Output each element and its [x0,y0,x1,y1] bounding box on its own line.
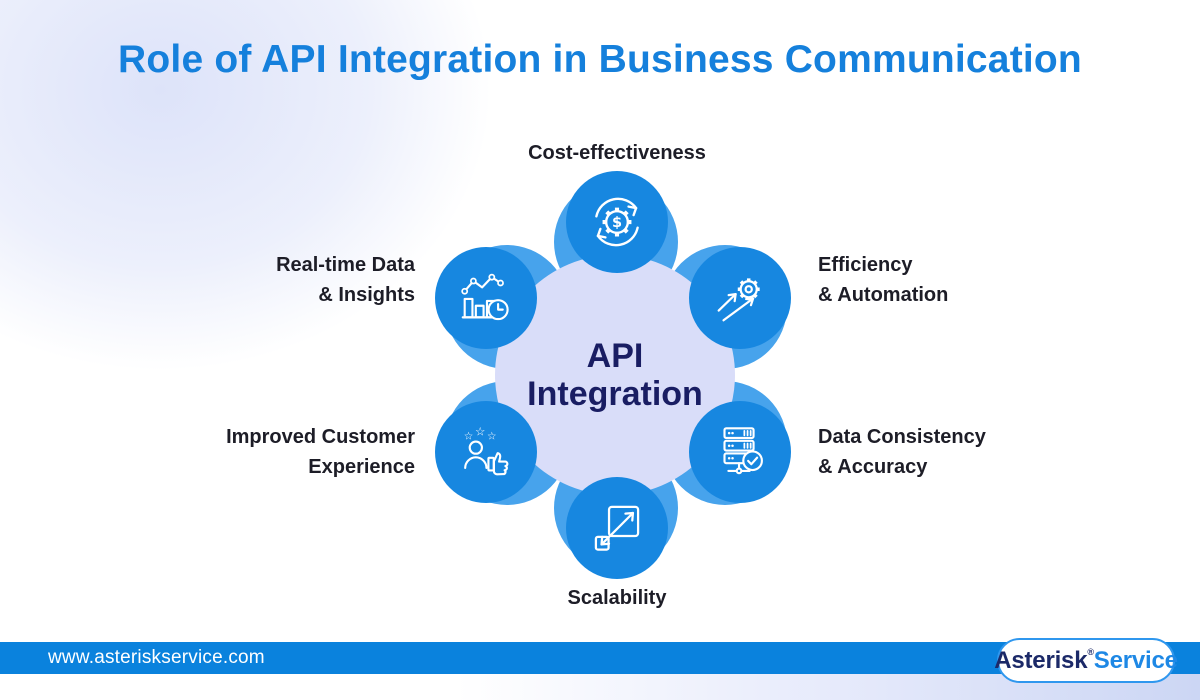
gear-arrows-icon [717,278,760,322]
dollar-gear-cycle-icon: $ [595,197,639,247]
svg-text:☆: ☆ [475,425,485,439]
footer-website-link[interactable]: www.asteriskservice.com [48,647,265,668]
node-real-time-data-insights [435,247,537,349]
page-title: Role of API Integration in Business Comm… [118,38,1082,81]
label-line: Improved Customer [226,426,415,448]
label-line: Data Consistency [818,426,986,448]
label-data-consistency-accuracy: Data Consistency & Accuracy [818,422,1108,482]
background-gradient-bottomright [0,674,1200,700]
label-line: Efficiency [818,254,913,276]
label-real-time-data-insights: Real-time Data & Insights [165,250,415,310]
label-line: Real-time Data [276,254,415,276]
node-data-consistency-accuracy [689,401,791,503]
label-improved-customer-experience: Improved Customer Experience [150,422,415,482]
logo-text-primary: Asterisk [994,646,1088,674]
node-scalability [566,477,668,579]
label-line: Experience [308,456,415,478]
asterisk-service-logo[interactable]: Asterisk®Service [994,638,1178,683]
svg-text:$: $ [612,215,622,231]
svg-text:☆: ☆ [487,429,497,442]
label-line: Scalability [567,587,667,609]
label-line: & Insights [318,284,415,306]
server-check-icon [723,427,763,475]
label-scalability: Scalability [467,583,767,613]
chart-clock-icon [461,273,509,321]
label-cost-effectiveness: Cost-effectiveness [467,138,767,168]
label-line: Cost-effectiveness [528,142,706,164]
node-improved-customer-experience: ☆ ☆ ☆ [435,401,537,503]
node-cost-effectiveness: $ [566,171,668,273]
label-line: & Automation [818,284,949,306]
customer-thumbs-up-icon: ☆ ☆ ☆ [464,425,509,476]
logo-text-secondary: Service [1093,646,1178,674]
label-line: & Accuracy [818,456,928,478]
logo-registered-mark: ® [1087,646,1094,657]
expand-arrow-icon [594,505,640,551]
label-efficiency-automation: Efficiency & Automation [818,250,1088,310]
center-title-line1: API [586,337,644,375]
node-efficiency-automation [689,247,791,349]
svg-text:☆: ☆ [464,429,474,442]
center-title-line2: Integration [527,375,703,413]
